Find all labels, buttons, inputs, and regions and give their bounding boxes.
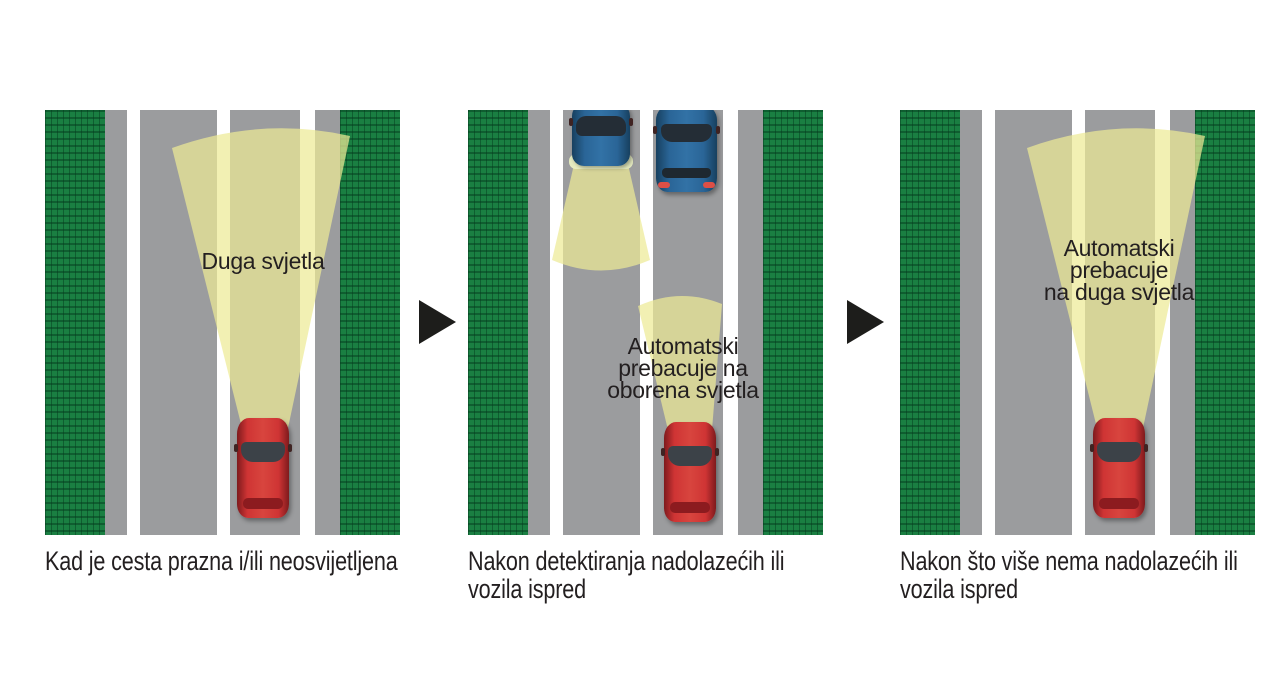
- driving-lane: [995, 110, 1072, 535]
- red-car: [1090, 418, 1148, 518]
- car-rear-window: [1099, 498, 1139, 509]
- car-mirror-left: [569, 118, 573, 126]
- grass-verge: [900, 110, 960, 535]
- car-mirror-right: [629, 118, 633, 126]
- lane-line: [1072, 110, 1085, 535]
- taillight-right: [703, 182, 715, 188]
- car-mirror-right: [715, 448, 719, 456]
- panel-caption: Nakon što više nema nadolazećih ili vozi…: [900, 546, 1238, 604]
- grass-verge: [468, 110, 528, 535]
- car-mirror-left: [653, 126, 657, 134]
- car-mirror-right: [288, 444, 292, 452]
- panel-caption: Nakon detektiranja nadolazećih ili vozil…: [468, 546, 785, 604]
- road-shoulder: [315, 110, 340, 535]
- driving-lane: [563, 110, 640, 535]
- car-glass: [576, 116, 626, 136]
- red-car: [661, 422, 719, 522]
- lane-line: [1155, 110, 1170, 535]
- car-windshield: [1097, 442, 1141, 462]
- lane-line: [723, 110, 738, 535]
- car-windshield: [668, 446, 712, 466]
- lane-line: [217, 110, 230, 535]
- grass-verge: [763, 110, 823, 535]
- driving-lane: [140, 110, 217, 535]
- ahead-blue-car: [653, 110, 720, 192]
- road-shoulder: [1170, 110, 1195, 535]
- road-shoulder: [105, 110, 127, 535]
- grass-verge: [45, 110, 105, 535]
- car-mirror-left: [1090, 444, 1094, 452]
- beam-label-line: Automatski: [627, 333, 739, 359]
- beam-label-line: Automatski: [1063, 235, 1175, 261]
- road-shoulder: [960, 110, 982, 535]
- beam-label-text: Duga svjetla: [201, 248, 325, 274]
- lane-line: [300, 110, 315, 535]
- lane-line: [127, 110, 140, 535]
- car-mirror-left: [661, 448, 665, 456]
- arrow-right-icon: [419, 300, 456, 344]
- car-mirror-right: [1144, 444, 1148, 452]
- road: [45, 110, 400, 535]
- road-shoulder: [738, 110, 763, 535]
- road-shoulder: [528, 110, 550, 535]
- road: [468, 110, 823, 535]
- beam-label-line: prebacuje: [1069, 257, 1169, 283]
- panel-dipped-beams: Automatski prebacuje na oborena svjetla: [468, 110, 823, 535]
- beam-label: Duga svjetla: [163, 248, 363, 274]
- grass-verge: [340, 110, 400, 535]
- beam-label-line: prebacuje na: [618, 355, 748, 381]
- taillight-left: [658, 182, 670, 188]
- arrow-right-icon: [847, 300, 884, 344]
- grass-verge: [1195, 110, 1255, 535]
- lane-line: [550, 110, 563, 535]
- panel-high-beams: Duga svjetla: [45, 110, 400, 535]
- car-rear-window: [662, 168, 711, 178]
- car-body: [656, 110, 717, 192]
- beam-label-line: na duga svjetla: [1043, 279, 1195, 305]
- panel-caption: Kad je cesta prazna i/ili neosvijetljena: [45, 546, 398, 576]
- car-windshield: [241, 442, 285, 462]
- panel-high-beams-restored: Automatski prebacuje na duga svjetla: [900, 110, 1255, 535]
- car-rear-window: [670, 502, 710, 513]
- beam-label: Automatski prebacuje na oborena svjetla: [588, 333, 778, 403]
- car-mirror-right: [716, 126, 720, 134]
- red-car: [234, 418, 292, 518]
- beam-label-line: oborena svjetla: [607, 377, 759, 403]
- lane-line: [982, 110, 995, 535]
- oncoming-blue-car: [569, 110, 633, 166]
- car-mirror-left: [234, 444, 238, 452]
- car-windshield: [661, 124, 712, 142]
- car-rear-window: [243, 498, 283, 509]
- lane-line: [640, 110, 653, 535]
- beam-label: Automatski prebacuje na duga svjetla: [1024, 235, 1214, 305]
- road: [900, 110, 1255, 535]
